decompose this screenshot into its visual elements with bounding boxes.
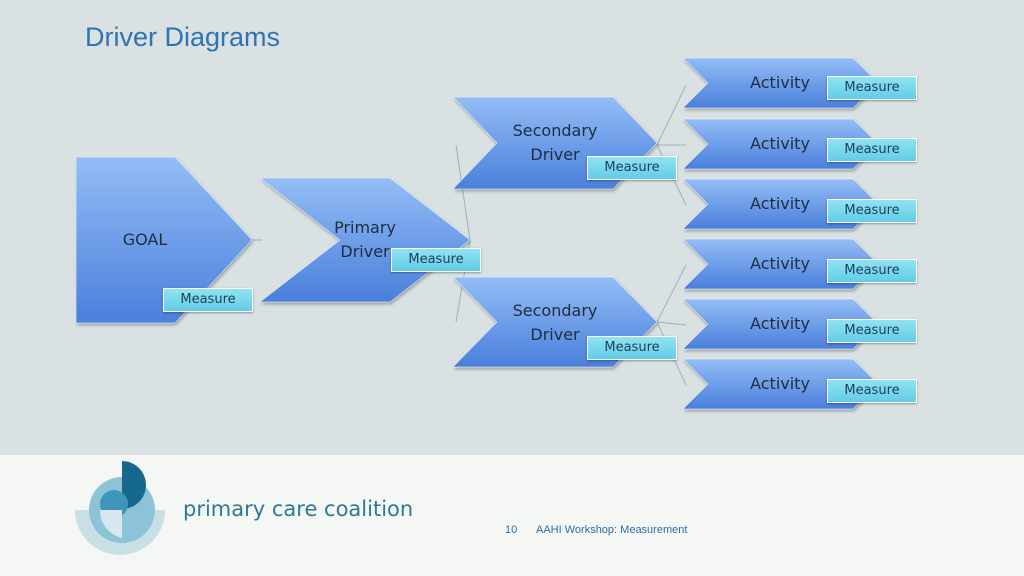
activity-label-1: Activity — [750, 73, 810, 92]
activity-measure-box-5: Measure — [827, 319, 917, 343]
brand-name: primary care coalition — [183, 497, 414, 521]
goal-measure-box: Measure — [163, 288, 253, 312]
connector-sec2-act5 — [656, 321, 687, 326]
activity-measure-box-4: Measure — [827, 259, 917, 283]
activity-label-2: Activity — [750, 134, 810, 153]
slide-title: Driver Diagrams — [85, 22, 281, 52]
activity-measure-box-3: Measure — [827, 199, 917, 223]
secondary-driver-label-1: Secondary Driver — [512, 121, 598, 164]
footer-text: AAHI Workshop: Measurement — [536, 524, 688, 536]
activity-label-6: Activity — [750, 374, 810, 393]
primary-driver-label: Primary Driver — [334, 218, 396, 261]
connector-sec2-act4 — [656, 264, 687, 323]
activity-measure-box-2: Measure — [827, 138, 917, 162]
coalition-logo-icon — [75, 461, 165, 555]
activity-measure-box-6: Measure — [827, 379, 917, 403]
connector-primary-secondary-1 — [455, 144, 471, 241]
page-number: 10 — [505, 524, 518, 536]
activity-label-3: Activity — [750, 194, 810, 213]
activity-label-5: Activity — [750, 314, 810, 333]
goal-label: GOAL — [122, 230, 168, 249]
goal-shape — [75, 156, 253, 324]
secondary-measure-box-1: Measure — [587, 156, 677, 180]
activity-measure-box-1: Measure — [827, 76, 917, 100]
connector-sec1-act1 — [656, 84, 687, 146]
secondary-driver-label-2: Secondary Driver — [512, 301, 598, 344]
primary-measure-box: Measure — [391, 248, 481, 272]
activity-label-4: Activity — [750, 254, 810, 273]
secondary-measure-box-2: Measure — [587, 336, 677, 360]
slide-footer — [0, 455, 1024, 576]
